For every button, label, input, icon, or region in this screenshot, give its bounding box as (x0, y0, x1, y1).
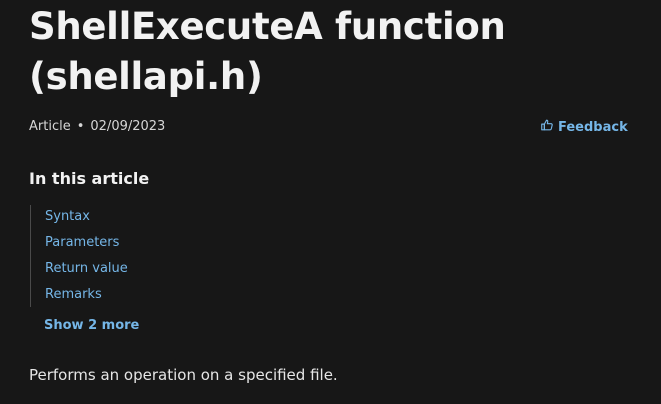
thumbs-up-icon (540, 118, 554, 136)
feedback-label: Feedback (558, 119, 628, 135)
article-type: Article (29, 119, 71, 134)
article-date: 02/09/2023 (90, 119, 166, 134)
toc-item-remarks[interactable]: Remarks (45, 287, 102, 302)
article-meta: Article • 02/09/2023 (29, 119, 165, 134)
toc-item-syntax[interactable]: Syntax (45, 209, 90, 224)
show-more-button[interactable]: Show 2 more (44, 318, 140, 333)
feedback-button[interactable]: Feedback (540, 118, 628, 136)
toc-heading: In this article (29, 169, 150, 188)
article-summary: Performs an operation on a specified fil… (29, 366, 338, 384)
toc-item-return-value[interactable]: Return value (45, 261, 128, 276)
toc-item-parameters[interactable]: Parameters (45, 235, 120, 250)
table-of-contents: Syntax Parameters Return value Remarks (30, 205, 128, 307)
meta-separator: • (76, 119, 85, 134)
page-title: ShellExecuteA function (shellapi.h) (29, 5, 506, 98)
